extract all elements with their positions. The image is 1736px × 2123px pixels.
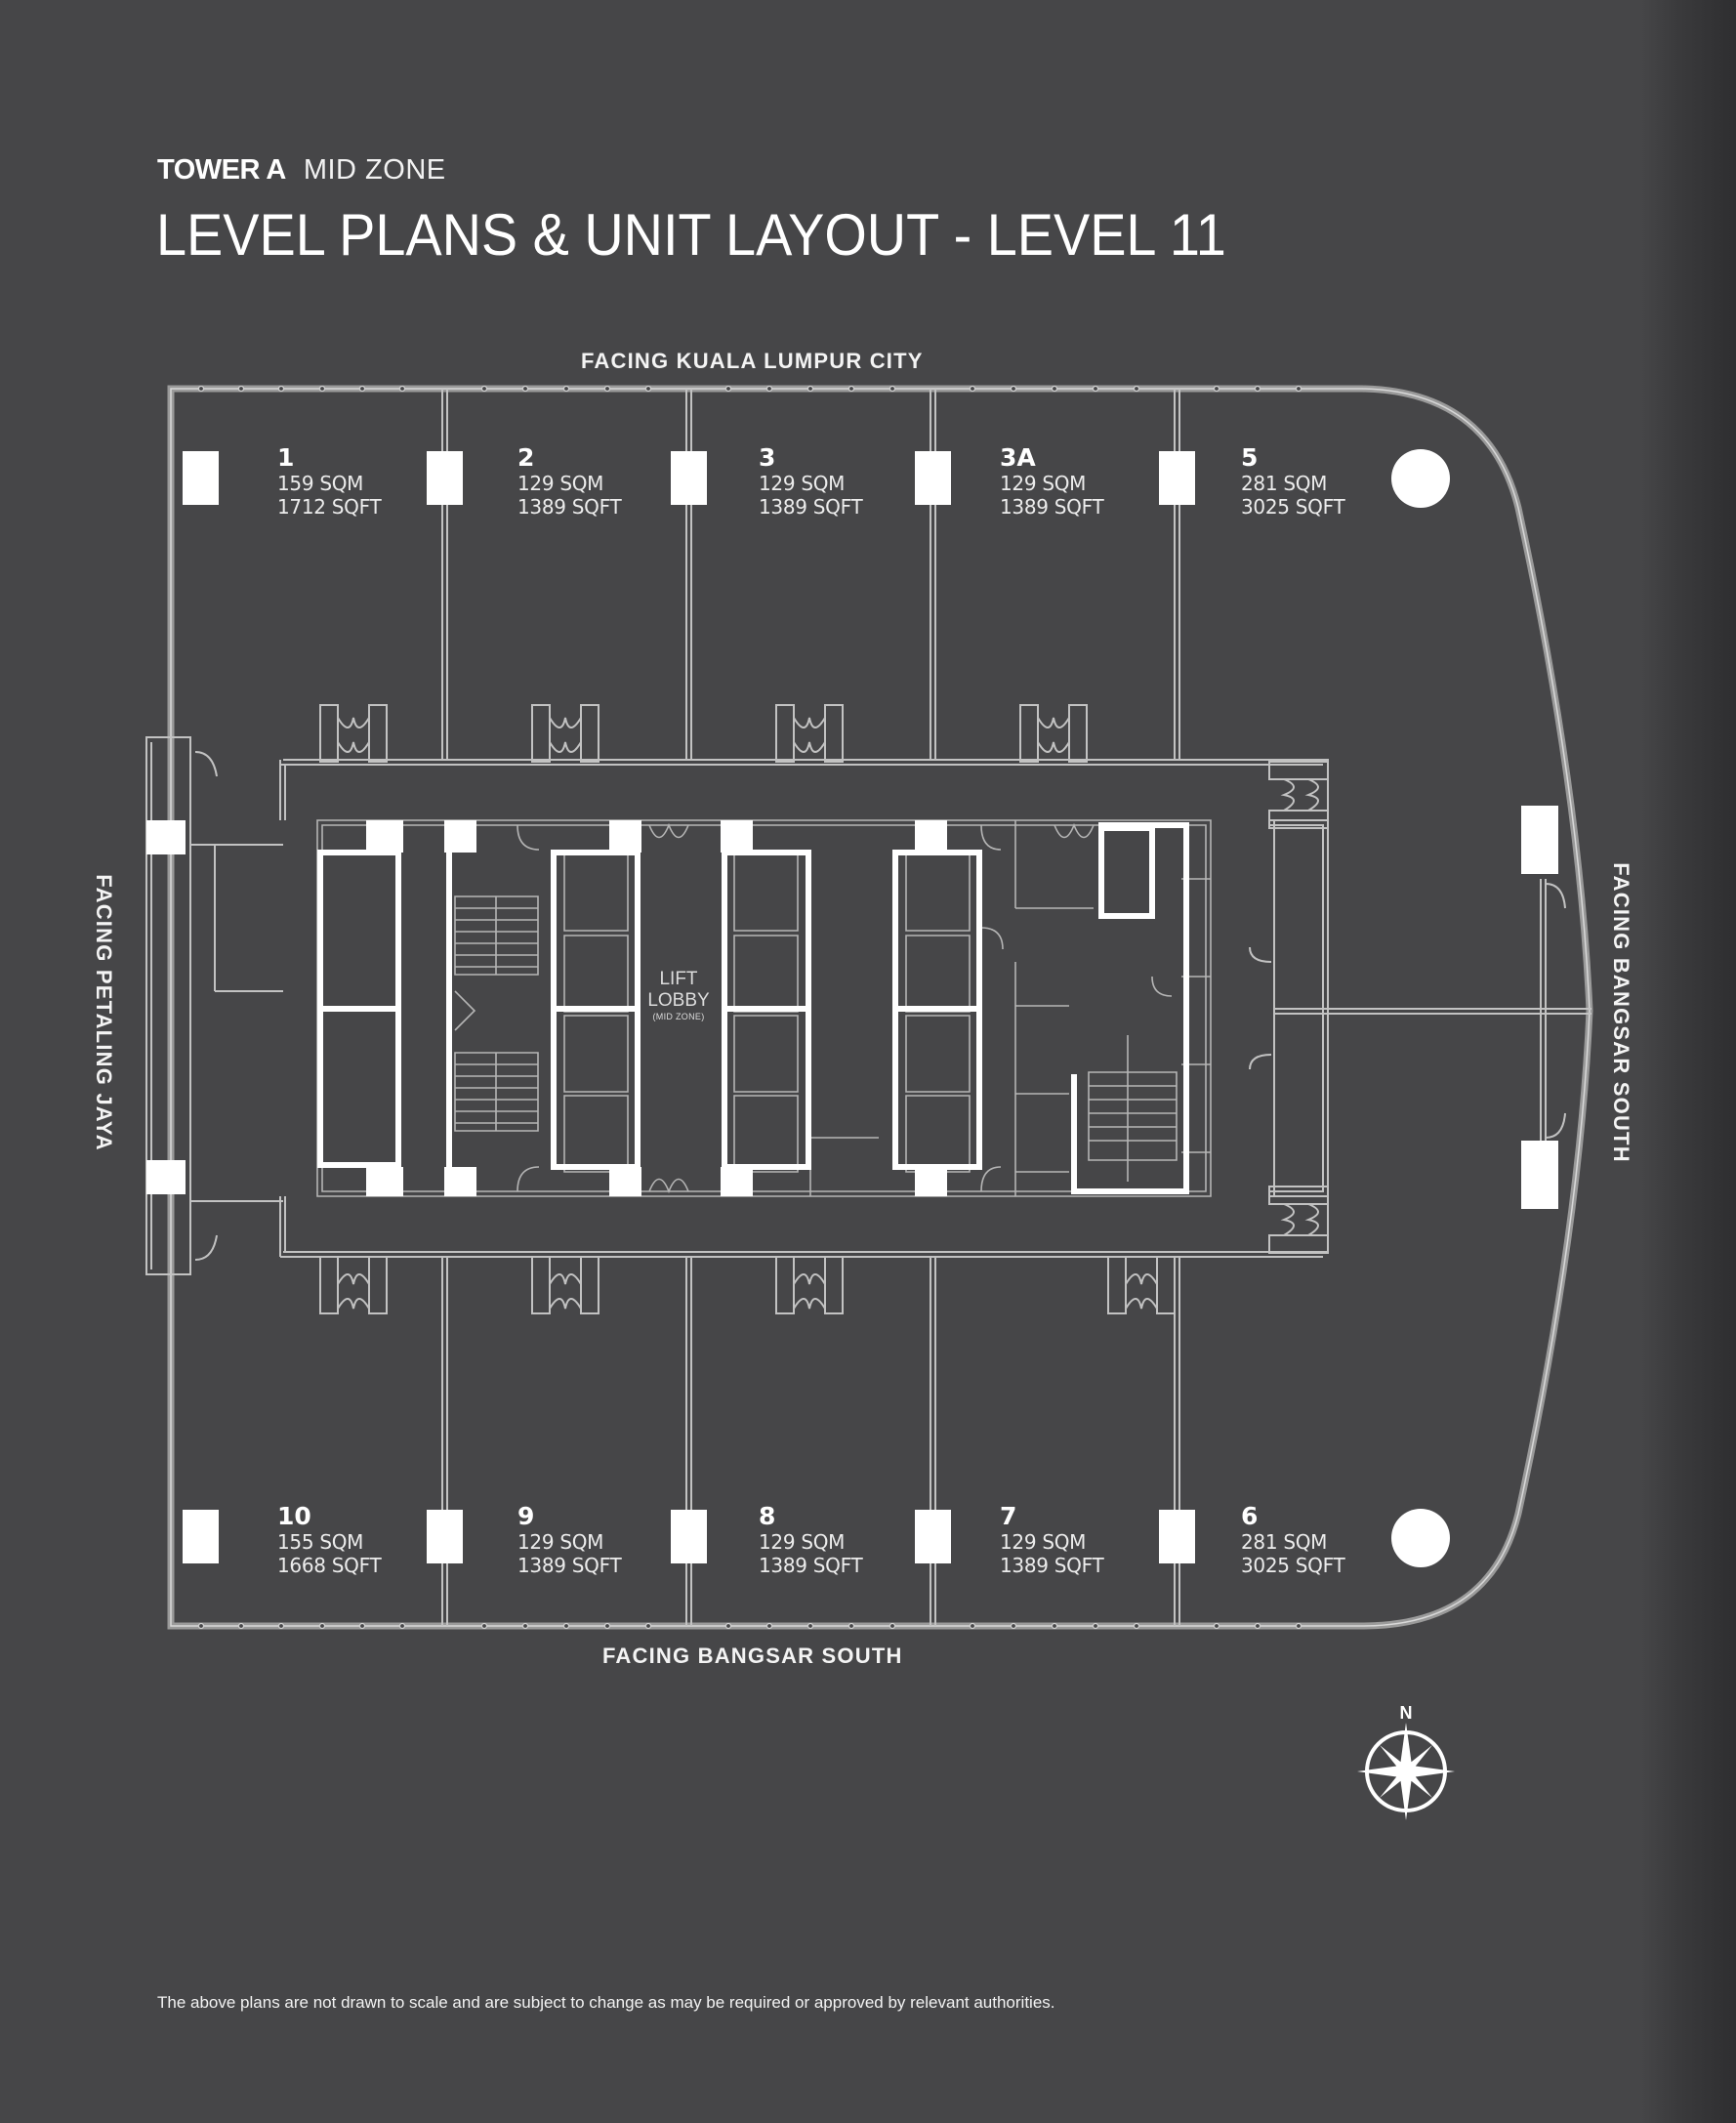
- unit-sqft: 1712 SQFT: [277, 495, 382, 519]
- unit-number: 8: [759, 1502, 776, 1530]
- unit-sqft: 1389 SQFT: [1000, 1554, 1104, 1577]
- unit-sqm: 129 SQM: [517, 1530, 604, 1554]
- compass-rose-icon: N: [1352, 1701, 1469, 1833]
- unit-sqm: 129 SQM: [759, 1530, 846, 1554]
- page-title: LEVEL PLANS & UNIT LAYOUT - LEVEL 11: [156, 202, 1226, 268]
- lobby-line2: LOBBY: [647, 989, 710, 1011]
- unit-number: 3A: [1000, 443, 1036, 472]
- unit-dividers-top: [441, 389, 1180, 760]
- unit-sqm: 129 SQM: [517, 472, 604, 495]
- unit-sqm: 281 SQM: [1241, 1530, 1328, 1554]
- unit-number: 2: [517, 443, 535, 472]
- header-subtitle: TOWER A MID ZONE: [157, 154, 446, 187]
- double-doors-bottom: [319, 1256, 1176, 1314]
- unit-sqm: 129 SQM: [1000, 1530, 1087, 1554]
- disclaimer-text: The above plans are not drawn to scale a…: [157, 1993, 1055, 2012]
- unit-3a[interactable]: 3A 129 SQM 1389 SQFT: [1000, 443, 1104, 520]
- unit-sqm: 159 SQM: [277, 472, 364, 495]
- facing-label-bottom: FACING BANGSAR SOUTH: [602, 1644, 903, 1668]
- unit-sqm: 129 SQM: [1000, 472, 1087, 495]
- unit-sqm: 281 SQM: [1241, 472, 1328, 495]
- unit-number: 5: [1241, 443, 1259, 472]
- unit-sqft: 1389 SQFT: [517, 495, 622, 519]
- unit-sqft: 1389 SQFT: [759, 495, 863, 519]
- unit-number: 9: [517, 1502, 535, 1530]
- unit-10[interactable]: 10 155 SQM 1668 SQFT: [277, 1502, 382, 1579]
- core-column-blocks: [366, 820, 947, 1196]
- unit-number: 1: [277, 443, 295, 472]
- compass-north-label: N: [1400, 1703, 1413, 1723]
- unit-dividers-bottom: [441, 1257, 1180, 1626]
- zone-label: MID ZONE: [303, 154, 446, 186]
- unit-sqm: 155 SQM: [277, 1530, 364, 1554]
- facing-label-right: FACING BANGSAR SOUTH: [1609, 862, 1633, 1163]
- unit-sqm: 129 SQM: [759, 472, 846, 495]
- double-doors-top: [319, 704, 1088, 763]
- unit-number: 10: [277, 1502, 311, 1530]
- unit-sqft: 1389 SQFT: [1000, 495, 1104, 519]
- unit-number: 3: [759, 443, 776, 472]
- unit-8[interactable]: 8 129 SQM 1389 SQFT: [759, 1502, 863, 1579]
- facing-label-top: FACING KUALA LUMPUR CITY: [581, 349, 924, 373]
- unit-sqft: 3025 SQFT: [1241, 1554, 1345, 1577]
- structural-walls: [146, 449, 1558, 1567]
- unit-sqft: 3025 SQFT: [1241, 495, 1345, 519]
- unit-number: 7: [1000, 1502, 1017, 1530]
- unit-9[interactable]: 9 129 SQM 1389 SQFT: [517, 1502, 622, 1579]
- unit-number: 6: [1241, 1502, 1259, 1530]
- double-doors-right: [1249, 761, 1329, 1254]
- core-shear-walls: [317, 822, 1189, 1194]
- lobby-line1: LIFT: [659, 969, 698, 989]
- unit-sqft: 1668 SQFT: [277, 1554, 382, 1577]
- unit-3[interactable]: 3 129 SQM 1389 SQFT: [759, 443, 863, 520]
- unit-7[interactable]: 7 129 SQM 1389 SQFT: [1000, 1502, 1104, 1579]
- tower-label: TOWER A: [157, 154, 286, 186]
- unit-sqft: 1389 SQFT: [759, 1554, 863, 1577]
- unit-2[interactable]: 2 129 SQM 1389 SQFT: [517, 443, 622, 520]
- unit-1[interactable]: 1 159 SQM 1712 SQFT: [277, 443, 382, 520]
- facing-label-left: FACING PETALING JAYA: [92, 874, 116, 1151]
- right-service-strip: [1540, 879, 1566, 1143]
- corridor-walls: [279, 759, 1591, 1258]
- mullion-dots: [197, 385, 1302, 1630]
- unit-6[interactable]: 6 281 SQM 3025 SQFT: [1241, 1502, 1345, 1579]
- lift-lobby-label: LIFT LOBBY (MID ZONE): [644, 969, 713, 1021]
- lobby-zone: (MID ZONE): [652, 1011, 705, 1021]
- unit-sqft: 1389 SQFT: [517, 1554, 622, 1577]
- unit-5[interactable]: 5 281 SQM 3025 SQFT: [1241, 443, 1345, 520]
